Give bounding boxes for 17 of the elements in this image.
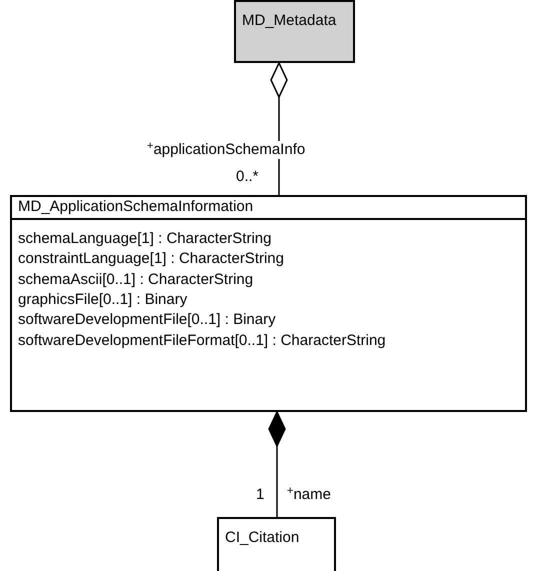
multiplicity-label: 1 <box>256 486 264 504</box>
attribute-text: schemaAscii[0..1] : CharacterString <box>18 270 254 289</box>
attribute-text: schemaLanguage[1] : CharacterString <box>18 230 272 248</box>
class-box <box>234 0 355 63</box>
class-box <box>217 517 336 571</box>
attribute-text: softwareDevelopmentFile[0..1] : Binary <box>18 311 276 330</box>
role-label: $^{+}$applicationSchemaInfo <box>147 141 306 159</box>
class-name: CI_Citation <box>225 529 300 547</box>
composition-connector <box>268 411 286 517</box>
attribute-text: graphicsFile[0..1] : Binary <box>18 290 188 309</box>
class-name: MD_Metadata <box>242 12 336 30</box>
attribute-text: softwareDevelopmentFileFormat[0..1] : CharacterString <box>18 332 386 350</box>
aggregation-connector <box>270 62 288 195</box>
class-box <box>10 195 527 412</box>
multiplicity-label: 0..* <box>236 168 259 186</box>
attribute-text: constraintLanguage[1] : CharacterString <box>18 250 284 268</box>
class-name: MD_ApplicationSchemaInformation <box>18 198 254 216</box>
